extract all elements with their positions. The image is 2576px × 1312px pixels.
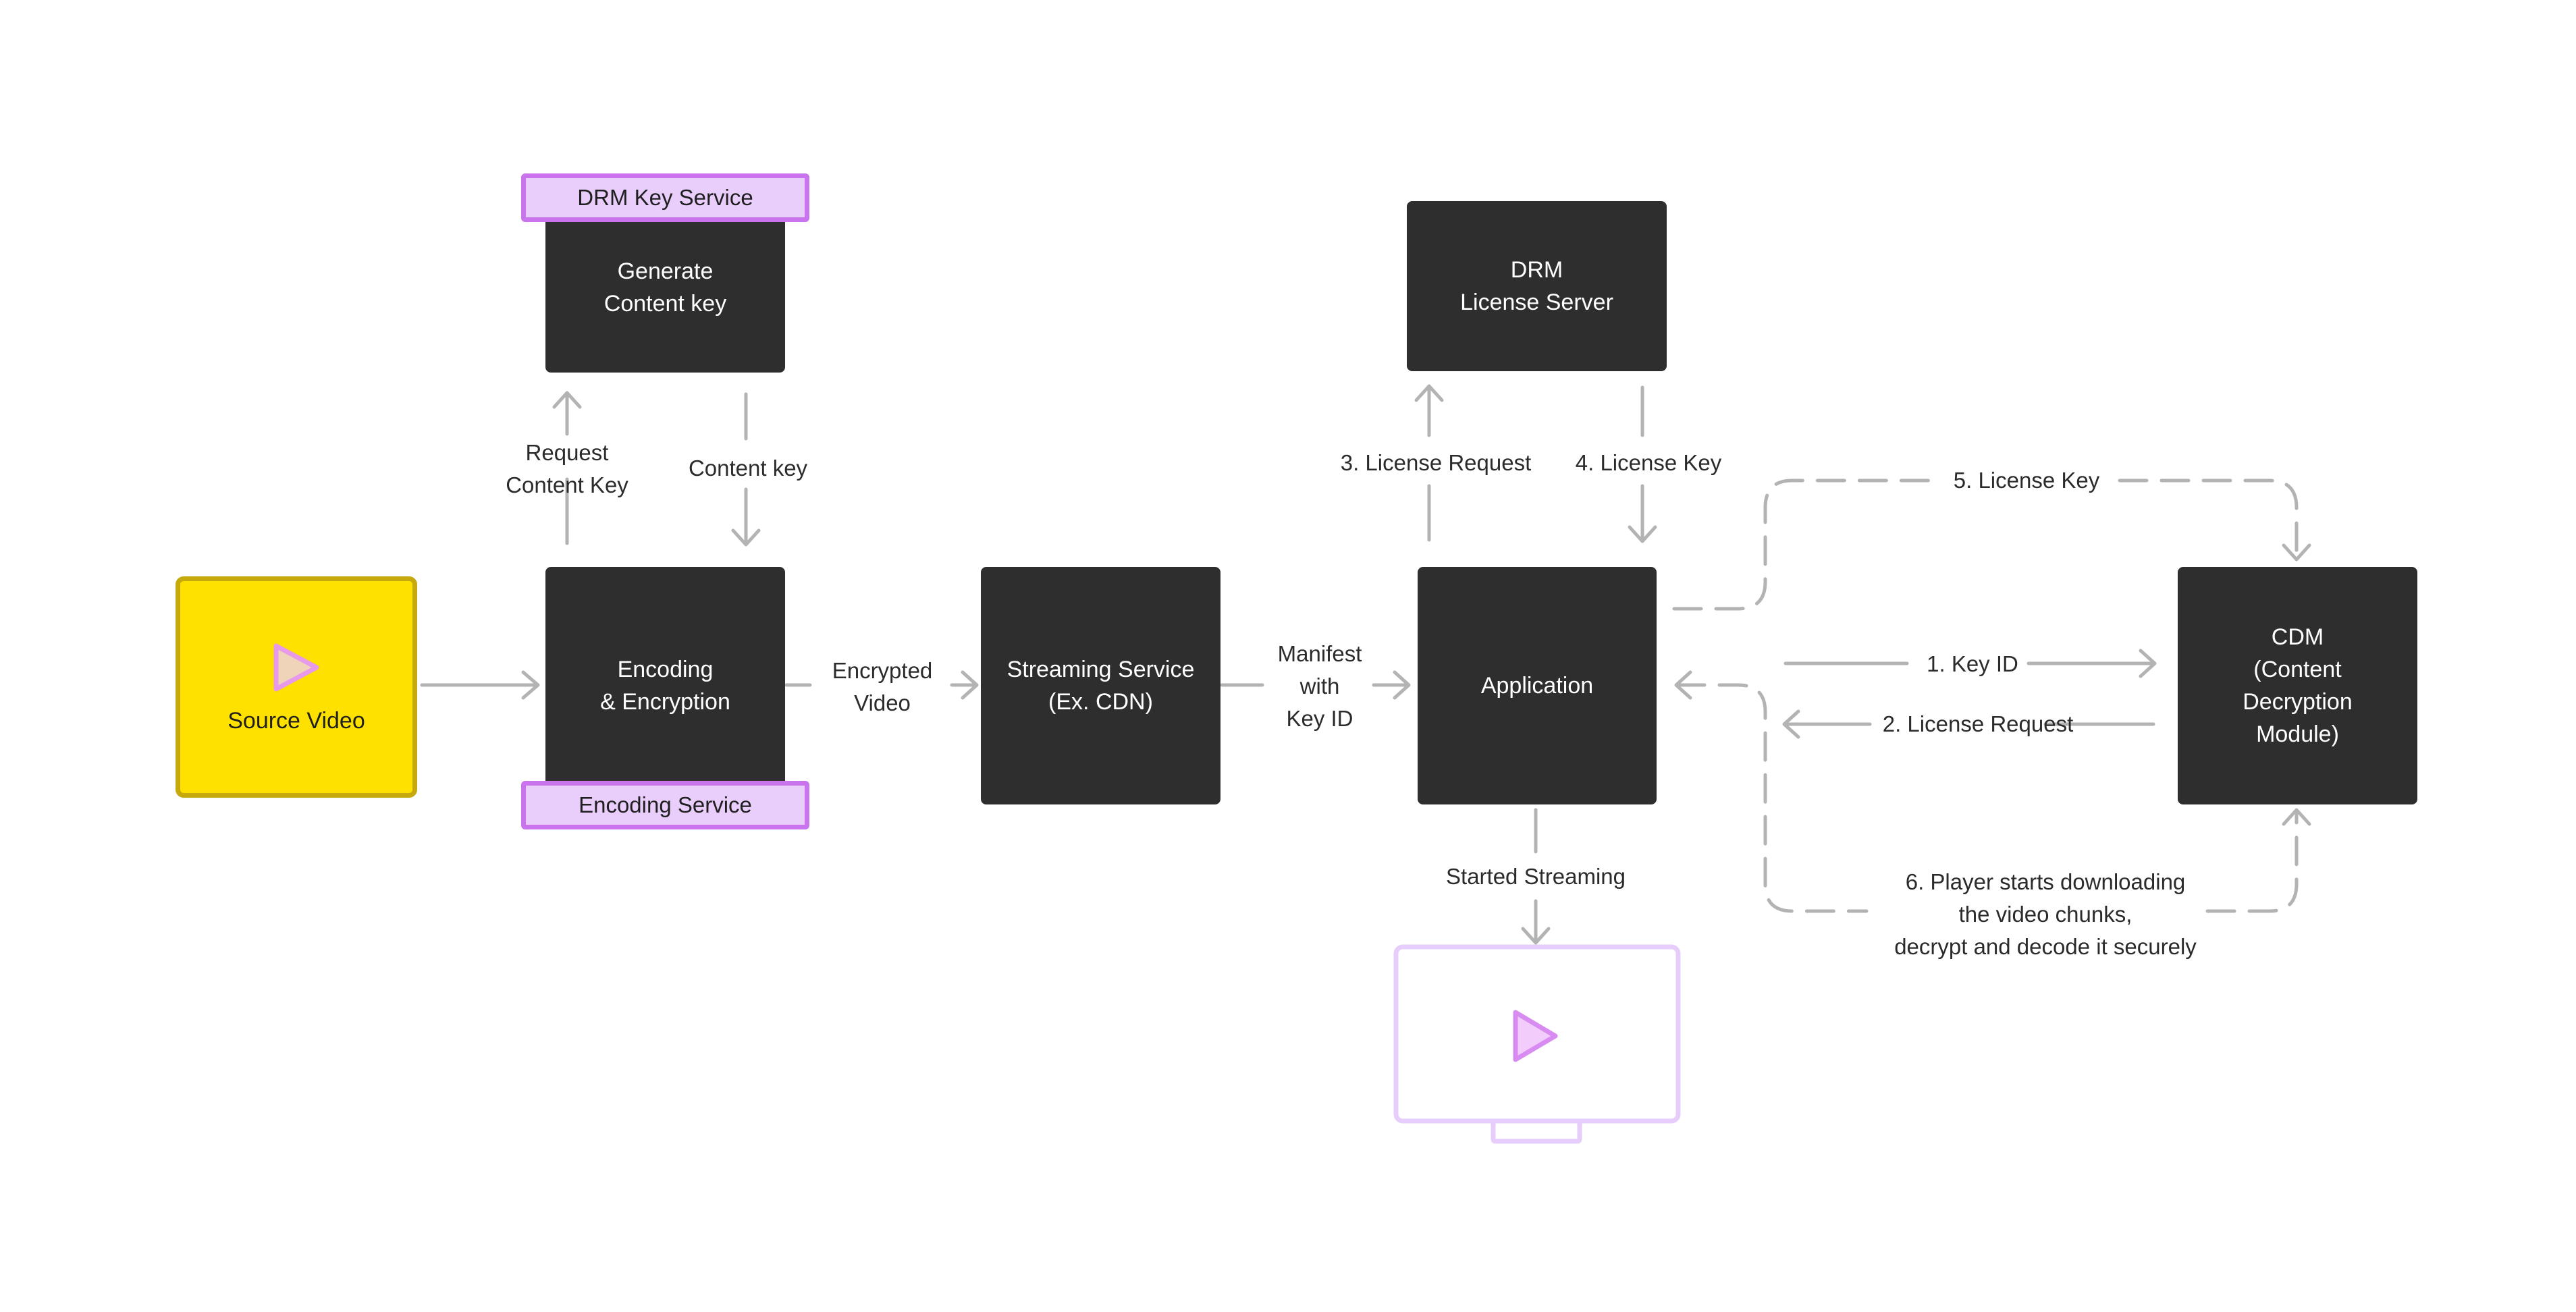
drm-license-server-node: DRM License Server [1407, 201, 1667, 371]
encoding-encryption-node: Encoding & Encryption [545, 567, 785, 804]
source-video-node: Source Video [176, 576, 417, 798]
application-label: Application [1480, 673, 1594, 699]
application-node: Application [1418, 567, 1657, 804]
streaming-service-label: Streaming Service (Ex. CDN) [1007, 657, 1195, 715]
arrow-player-downloads-6 [1675, 683, 1869, 913]
drm-license-server-label: DRM License Server [1460, 257, 1613, 315]
play-icon [273, 643, 319, 691]
license-request-3-label: 3. License Request [1340, 450, 1532, 475]
player-starts-6-label: 6. Player starts downloading the video c… [1894, 869, 2197, 959]
drm-key-service-tag: DRM Key Service [521, 173, 809, 222]
drm-key-service-label: DRM Key Service [577, 185, 753, 210]
encoding-encryption-label: Encoding & Encryption [600, 657, 730, 715]
license-key-5-label: 5. License Key [1953, 468, 2100, 493]
encoding-service-label: Encoding Service [579, 792, 752, 817]
license-key-4-label: 4. License Key [1575, 450, 1722, 475]
manifest-label: Manifest with Key ID [1277, 641, 1362, 731]
key-id-1-label: 1. Key ID [1927, 651, 2018, 676]
content-key-label: Content key [688, 456, 808, 481]
source-video-label: Source Video [227, 707, 365, 734]
cdm-node: CDM (Content Decryption Module) [2178, 567, 2417, 804]
generate-content-key-node: Generate Content key [545, 202, 785, 373]
streaming-service-node: Streaming Service (Ex. CDN) [981, 567, 1220, 804]
play-icon [1513, 1010, 1558, 1062]
encoding-service-tag: Encoding Service [521, 781, 809, 829]
cdm-label: CDM (Content Decryption Module) [2243, 624, 2353, 747]
encrypted-video-label: Encrypted Video [832, 658, 933, 715]
arrow-license-key-5 [1672, 479, 1936, 611]
request-content-key-label: Request Content Key [506, 440, 628, 497]
started-streaming-label: Started Streaming [1446, 864, 1626, 889]
monitor-icon [1393, 944, 1681, 1144]
license-request-2-label: 2. License Request [1882, 711, 2074, 736]
generate-content-key-label: Generate Content key [603, 258, 727, 317]
